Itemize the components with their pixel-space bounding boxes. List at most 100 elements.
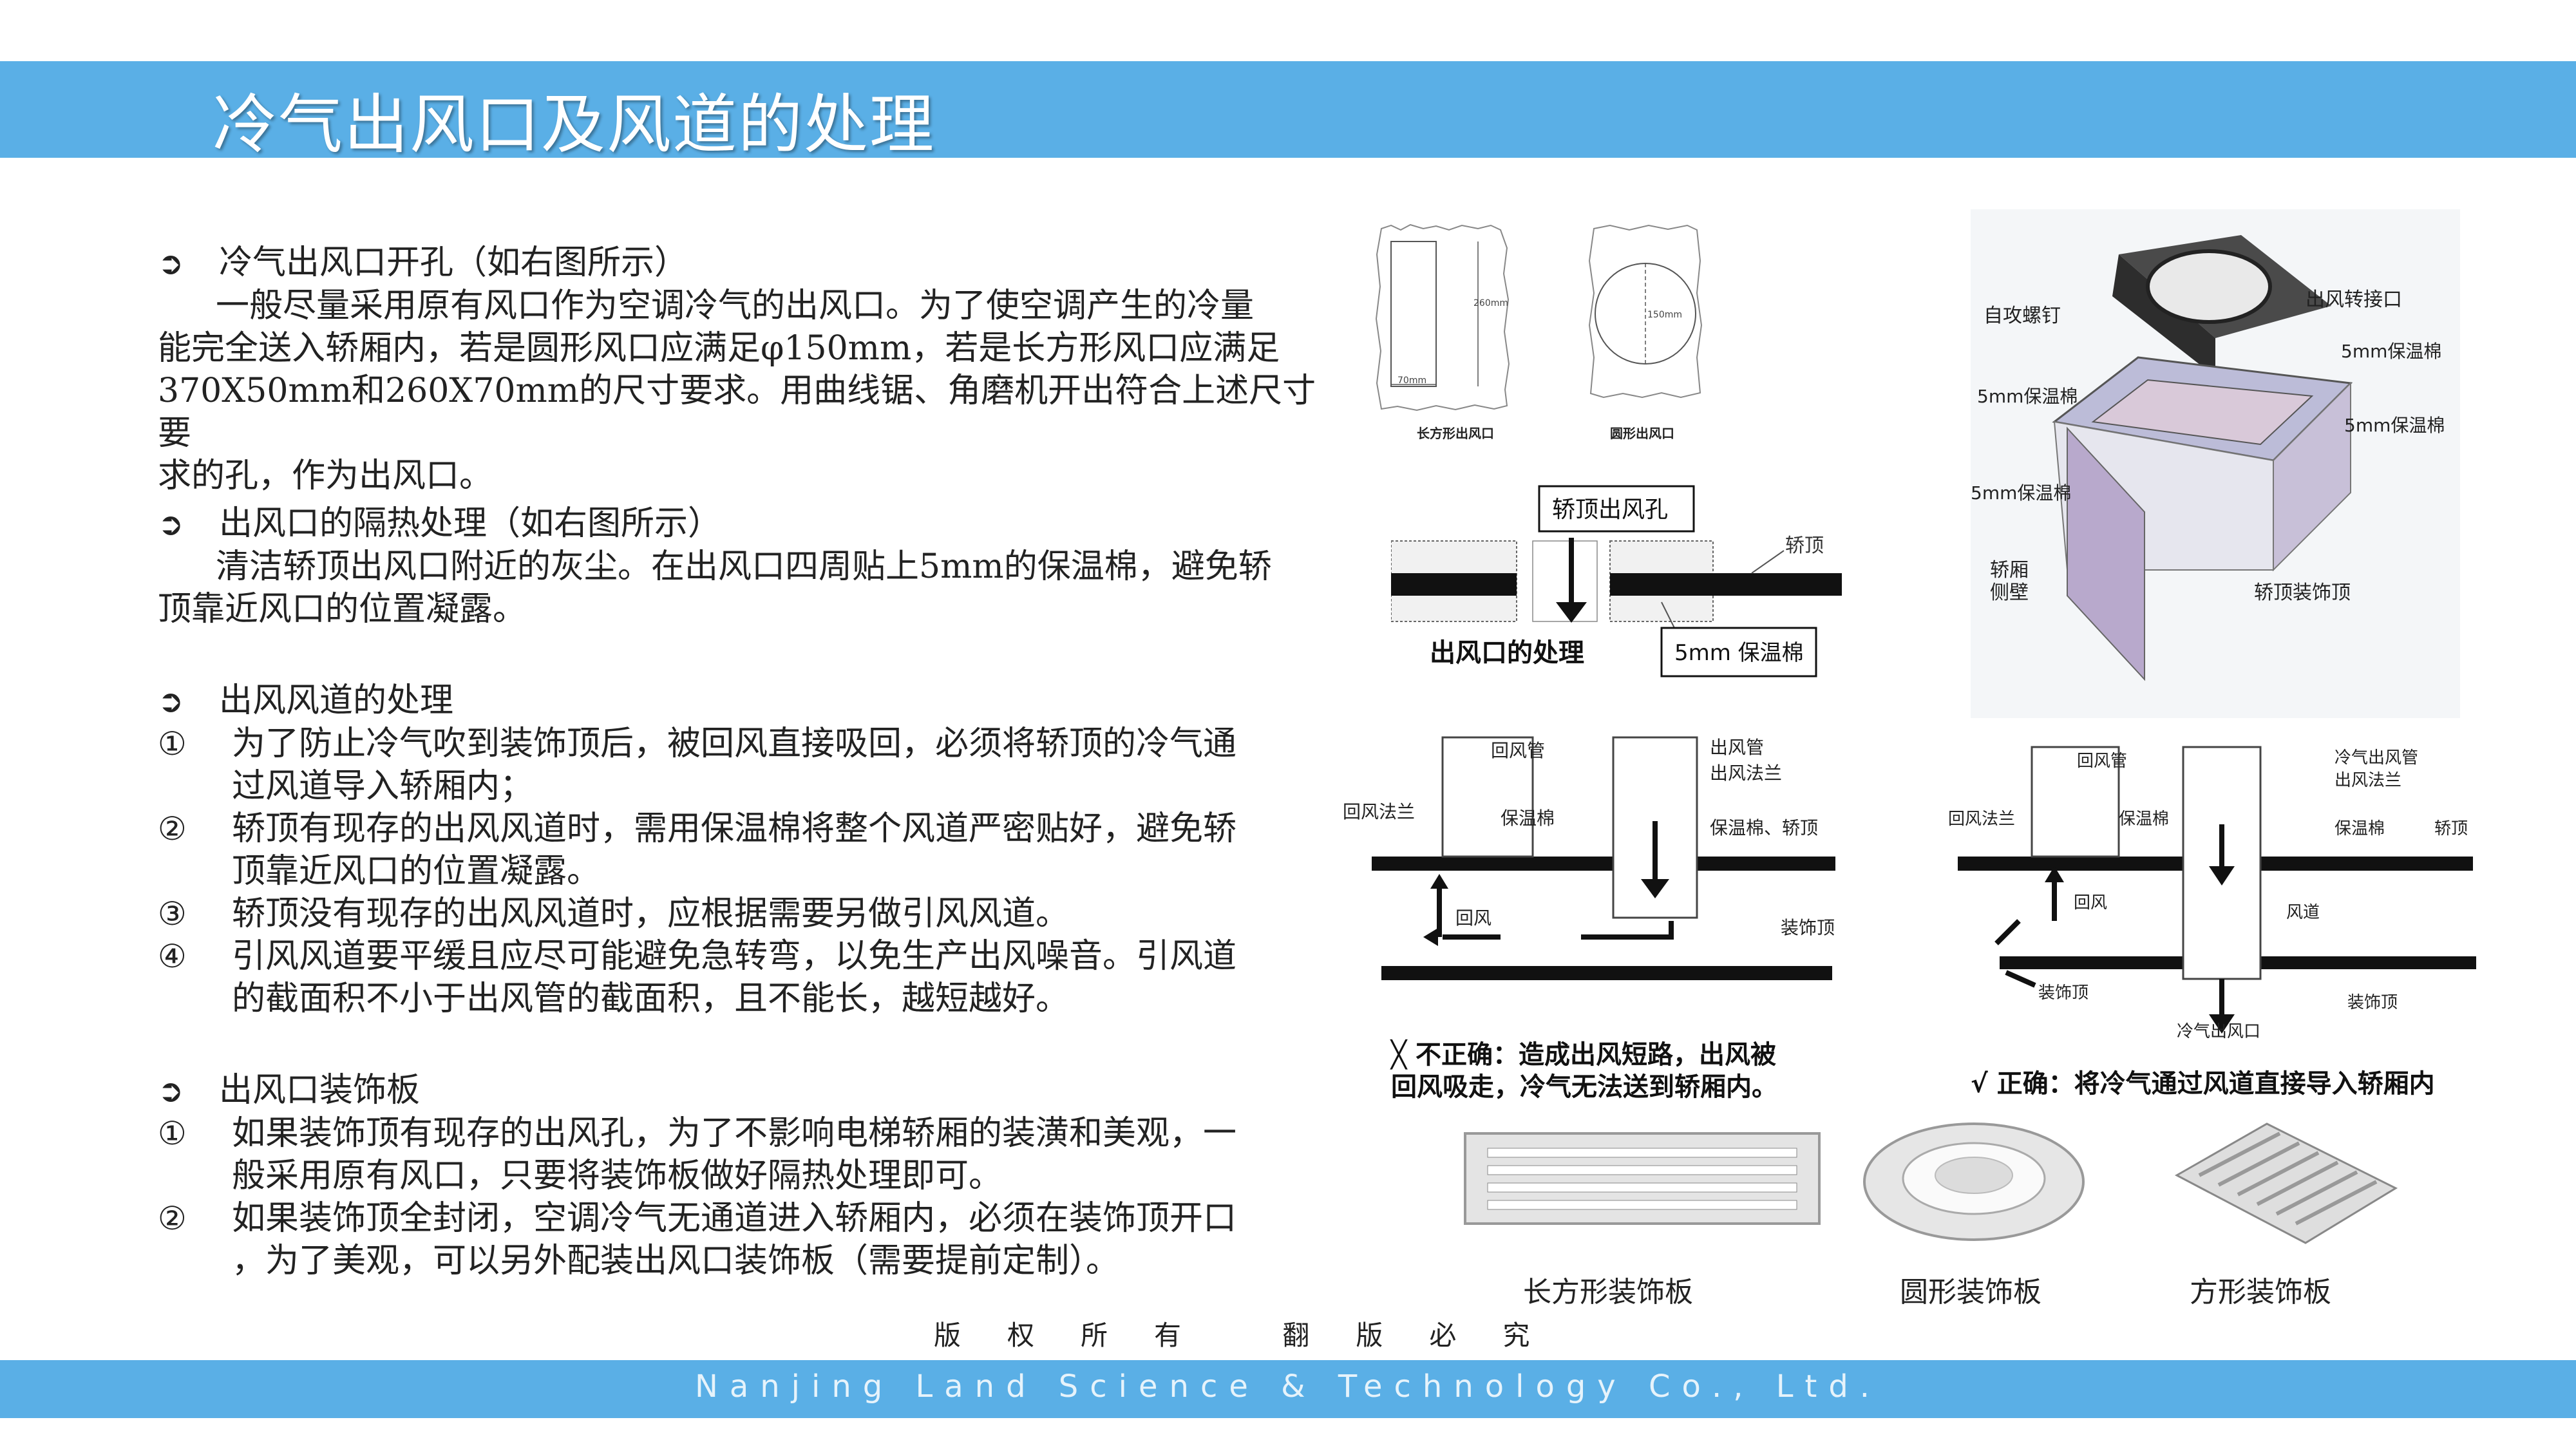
item-number: ①	[158, 725, 187, 762]
diagram-label: 回风法兰	[1343, 801, 1415, 822]
footer-bar	[0, 1360, 2576, 1418]
section-insulation: ➲出风口的隔热处理（如右图所示） 清洁轿顶出风口附近的灰尘。在出风口四周贴上5m…	[158, 502, 1336, 630]
section-panels: ➲出风口装饰板 ① 如果装饰顶有现存的出风孔，为了不影响电梯轿厢的装潢和美观，一…	[158, 1069, 1336, 1282]
text-line: 为了防止冷气吹到装饰顶后，被回风直接吸回，必须将轿顶的冷气通	[232, 724, 1237, 763]
leader-line	[1751, 550, 1785, 574]
text-line: 370X50mm和260X70mm的尺寸要求。用曲线锯、角磨机开出符合上述尺寸要	[158, 372, 1316, 453]
text-line: 轿顶没有现存的出风风道时，应根据需要另做引风风道。	[232, 895, 1070, 933]
foam-label-box	[1660, 627, 1817, 677]
return-pipe	[1441, 736, 1534, 858]
diagram-label: 保温棉、轿顶	[1710, 817, 1818, 838]
square-panel-caption: 方形装饰板	[2190, 1276, 2331, 1309]
screw-label: 自攻螺钉	[1984, 305, 2061, 327]
louver	[2217, 1141, 2300, 1187]
dimension-label: 70mm	[1397, 375, 1426, 386]
diagram-label: 装饰顶	[2347, 993, 2398, 1012]
frame-inside	[2091, 379, 2314, 446]
item-number: ④	[158, 938, 187, 975]
round-panel-image	[1863, 1122, 2085, 1241]
diagram-label: 保温棉	[1501, 808, 1555, 829]
flow-arrow-icon	[1994, 919, 2021, 945]
diagram-label: 出风管	[1710, 737, 1764, 758]
hole-label-box	[1538, 485, 1695, 533]
adapter-ring	[2146, 249, 2272, 324]
item-number: ③	[158, 895, 187, 933]
rect-outlet-hole	[1390, 241, 1437, 387]
diagram-label: 回风管	[1491, 740, 1545, 761]
section-opening: ➲冷气出风口开孔（如右图所示） 一般尽量采用原有风口作为空调冷气的出风口。为了使…	[158, 242, 1336, 497]
louver	[2256, 1160, 2339, 1206]
section-heading: 出风风道的处理	[219, 681, 454, 720]
leader-line	[1661, 601, 1675, 629]
wall-label: 轿厢	[1990, 559, 2029, 582]
copyright-text: 版权所有 翻版必究	[934, 1320, 1577, 1351]
deco-label: 轿顶装饰顶	[2254, 582, 2351, 604]
louver	[2295, 1180, 2378, 1226]
diagram-label: 保温棉	[2334, 819, 2385, 838]
louver	[1487, 1182, 1797, 1193]
text-line: 轿顶有现存的出风风道时，需用保温棉将整个风道严密贴好，避免轿	[232, 810, 1237, 848]
arrow-head-icon	[2209, 866, 2235, 886]
foam-label: 5mm 保温棉	[1674, 640, 1804, 666]
flow-arrow-icon	[1581, 921, 1674, 940]
diagram-label: 冷气出风口	[2177, 1022, 2260, 1041]
round-panel-center	[1935, 1157, 2013, 1194]
text-line: 如果装饰顶有现存的出风孔，为了不影响电梯轿厢的装潢和美观，一	[232, 1114, 1237, 1153]
arrow-bullet-icon: ➲	[158, 245, 184, 281]
foam-label: 5mm保温棉	[1971, 482, 2071, 504]
text-line: 引风风道要平缓且应尽可能避免急转弯，以免生产出风噪音。引风道	[232, 937, 1237, 976]
diagram-label: 回风管	[2077, 752, 2127, 771]
openings-figure: 260mm 70mm 150mm 长方形出风口 圆形出风口	[1375, 223, 1703, 441]
figure-title: 出风口的处理	[1430, 638, 1584, 668]
arrow-head-icon	[1556, 602, 1587, 623]
text-line: 清洁轿顶出风口附近的灰尘。在出风口四周贴上5mm的保温棉，避免轿	[216, 547, 1272, 586]
diagram-label: 风道	[2286, 903, 2320, 922]
page-title: 冷气出风口及风道的处理	[213, 87, 935, 162]
list-item: ② 如果装饰顶全封闭，空调冷气无通道进入轿厢内，必须在装饰顶开口 ，为了美观，可…	[158, 1197, 1336, 1282]
section-heading: 出风口装饰板	[219, 1071, 421, 1110]
text-line: 过风道导入轿厢内；	[232, 767, 534, 806]
text-line: 顶靠近风口的位置凝露。	[232, 852, 601, 891]
diagram-label: 回风法兰	[1948, 810, 2015, 829]
diagram-label: 冷气出风管	[2334, 748, 2418, 768]
hole-label: 轿顶出风孔	[1552, 497, 1668, 523]
flow-arrow-icon	[2005, 970, 2036, 988]
text-line: 顶靠近风口的位置凝露。	[158, 590, 527, 629]
square-panel-frame	[2174, 1122, 2398, 1244]
arrow-bullet-icon: ➲	[158, 683, 184, 719]
rect-panel-caption: 长方形装饰板	[1523, 1276, 1693, 1309]
assembly-3d-figure: 自攻螺钉 出风转接口 5mm保温棉 5mm保温棉 5mm保温棉 5mm保温棉 轿…	[1971, 209, 2460, 718]
louver	[1487, 1165, 1797, 1175]
list-item: ④ 引风风道要平缓且应尽可能避免急转弯，以免生产出风噪音。引风道 的截面积不小于…	[158, 935, 1336, 1020]
roof-plate	[1610, 573, 1842, 596]
diagram-label: 装饰顶	[2038, 983, 2088, 1003]
foam-label: 5mm保温棉	[2344, 415, 2445, 436]
arrow-bullet-icon: ➲	[158, 1073, 184, 1109]
dimension-label: 150mm	[1647, 310, 1682, 320]
adapter-label: 出风转接口	[2306, 289, 2402, 311]
arrow-head-icon	[1641, 879, 1669, 898]
roof-plate	[1391, 573, 1517, 596]
incorrect-duct-figure: 回风管 出风管 出风法兰 回风法兰 保温棉 保温棉、轿顶 回风 装饰顶	[1343, 736, 1835, 980]
diagram-label: 回风	[2074, 893, 2107, 913]
diagram-label: 轿顶	[2434, 819, 2468, 838]
text-line: 般采用原有风口，只要将装饰板做好隔热处理即可。	[232, 1157, 1003, 1195]
rect-outlet-sheet	[1375, 223, 1510, 412]
louver	[1487, 1148, 1797, 1158]
company-name: Nanjing Land Science & Technology Co., L…	[694, 1368, 1882, 1405]
return-pipe	[2031, 746, 2120, 858]
incorrect-caption-line: 回风吸走，冷气无法送到轿厢内。	[1391, 1072, 1777, 1102]
text-line: ，为了美观，可以另外配装出风口装饰板（需要提前定制）。	[232, 1242, 1120, 1280]
wall-label: 侧壁	[1990, 582, 2029, 604]
round-panel-caption: 圆形装饰板	[1900, 1276, 2041, 1309]
foam-label: 5mm保温棉	[2341, 341, 2441, 362]
frame-right	[2273, 381, 2351, 572]
diagram-label: 出风法兰	[1710, 762, 1782, 784]
text-line: 能完全送入轿厢内，若是圆形风口应满足φ150mm，若是长方形风口应满足	[158, 329, 1280, 368]
rect-panel-image	[1464, 1132, 1821, 1225]
diagram-label: 回风	[1455, 907, 1492, 929]
car-wall	[2067, 426, 2145, 681]
arrow-head-icon	[1423, 928, 1438, 946]
roof-plate	[1372, 857, 1835, 871]
arrow-head-icon	[2209, 1014, 2235, 1034]
